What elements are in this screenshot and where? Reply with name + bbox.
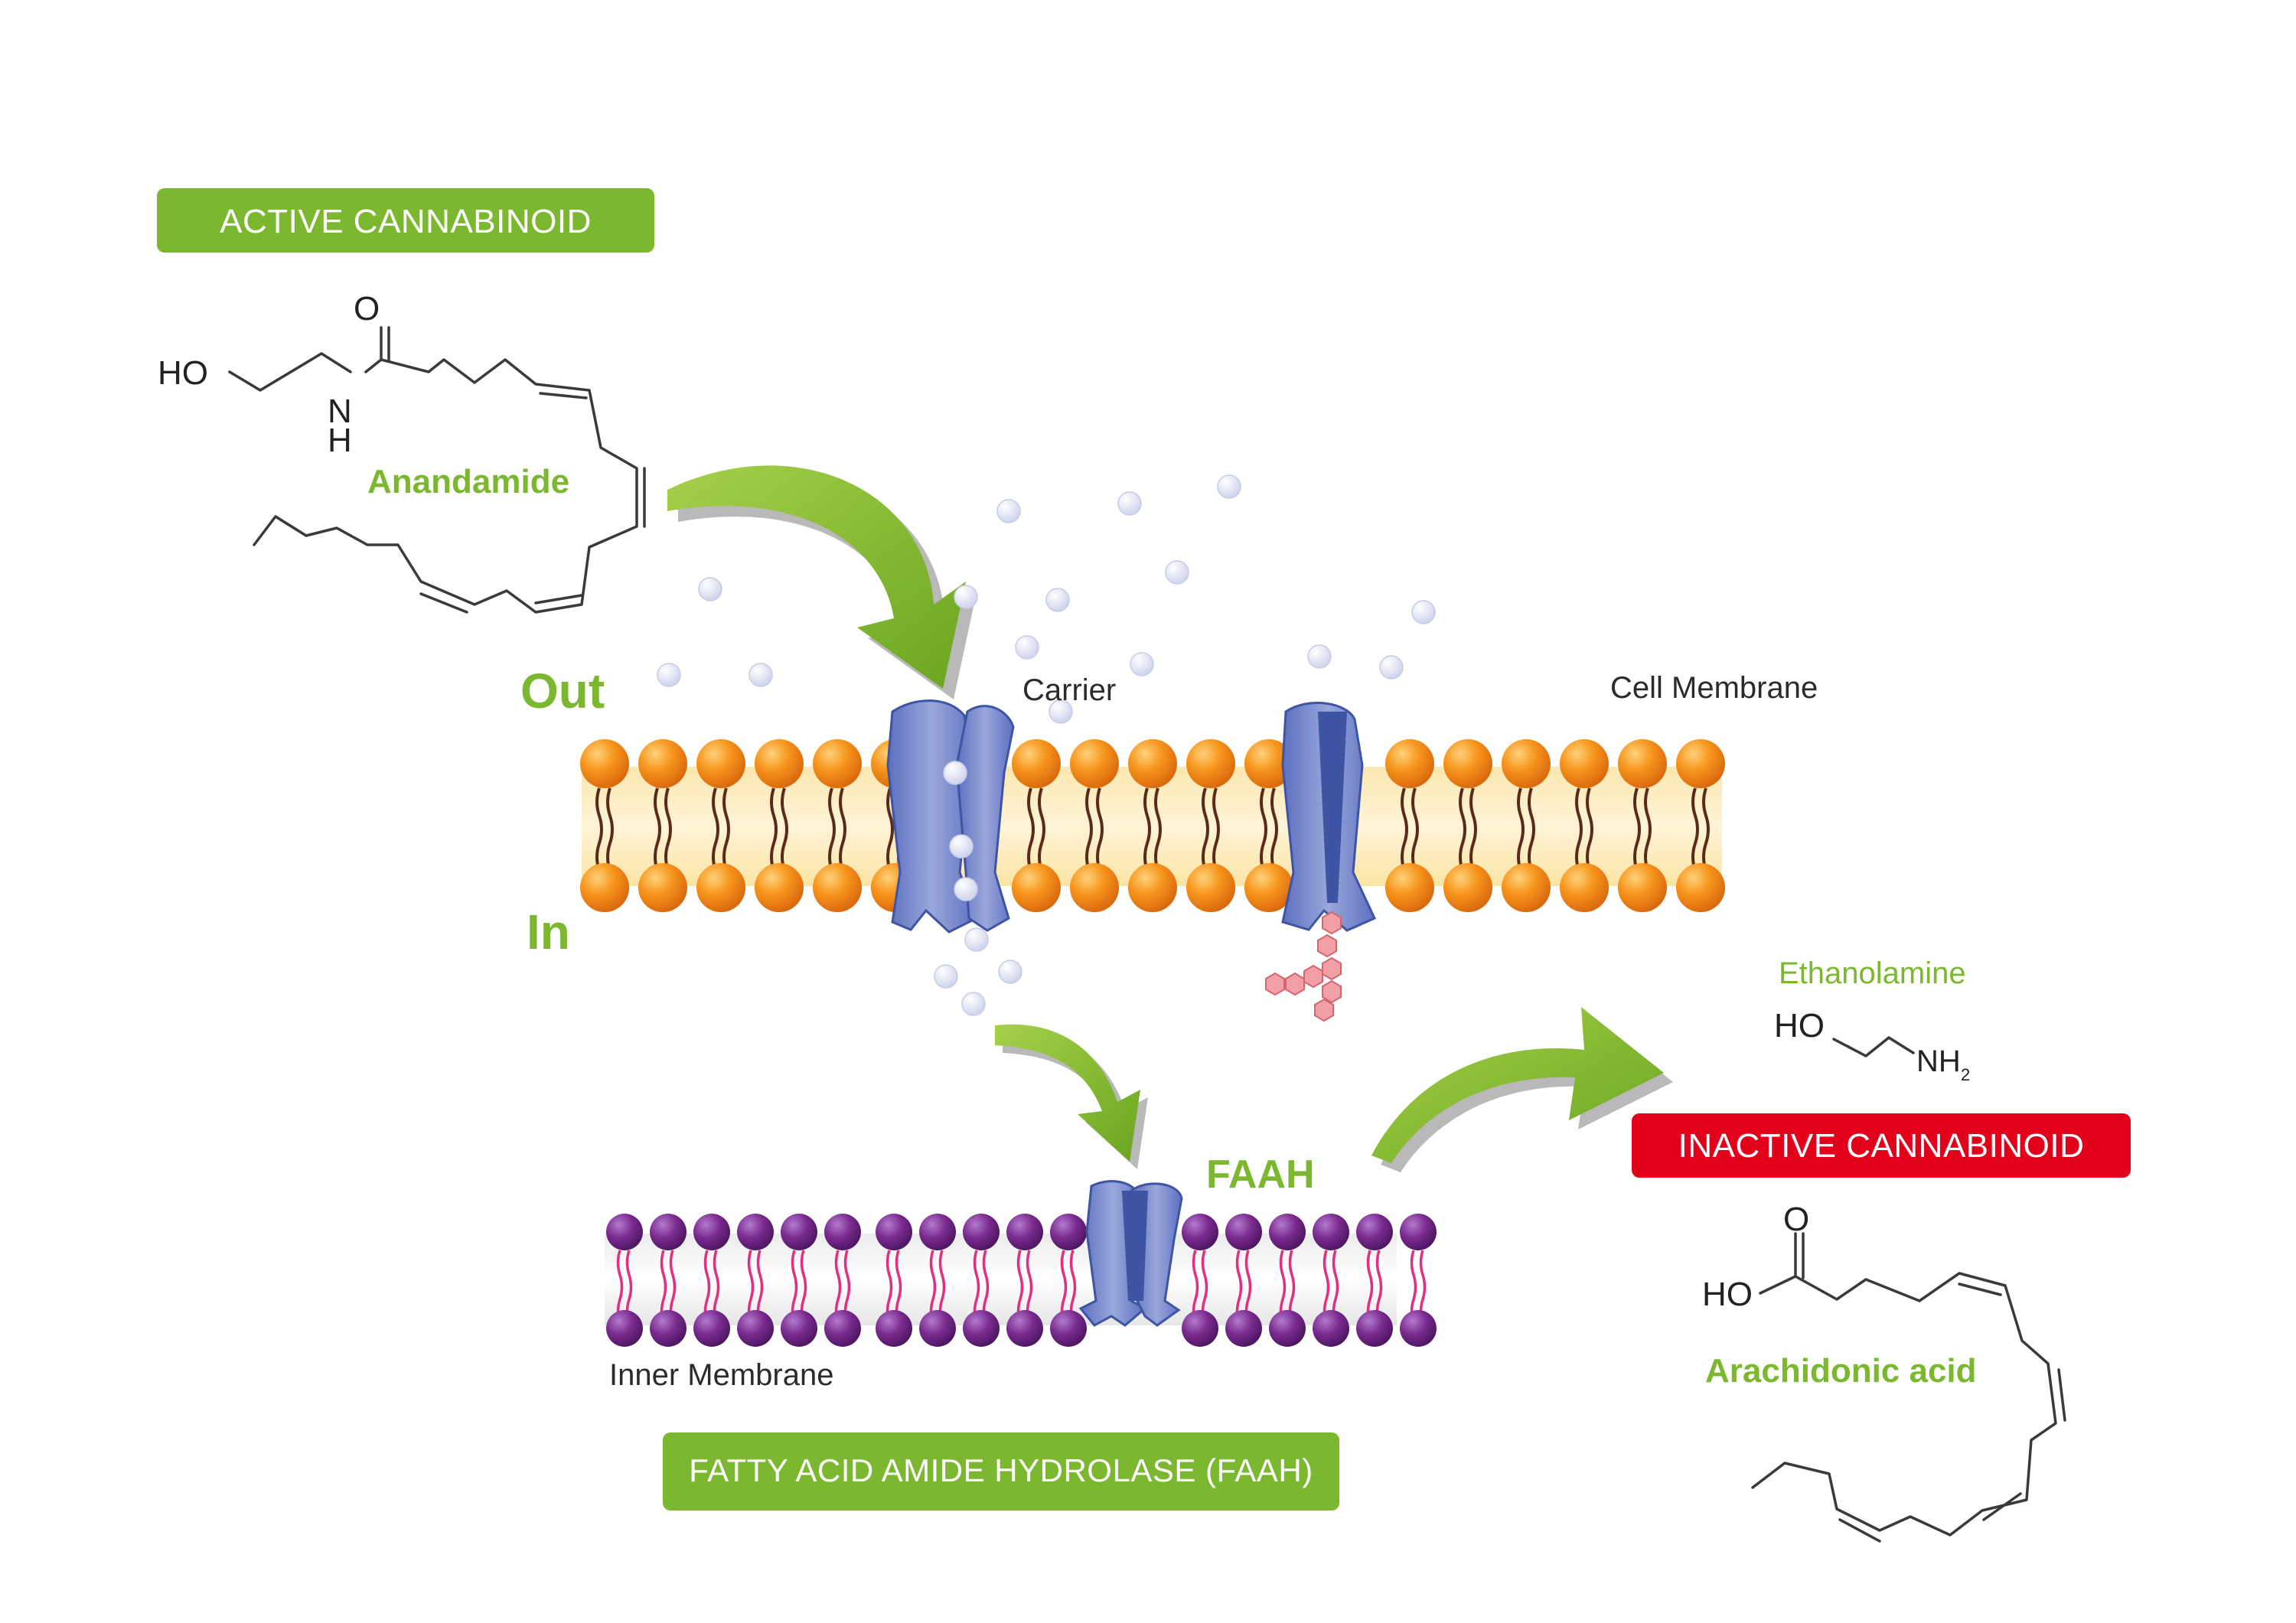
active-cannabinoid-badge: ACTIVE CANNABINOID <box>157 188 654 253</box>
carrier-protein <box>886 699 1015 934</box>
molecule-dot-icon <box>748 663 773 687</box>
out-label: Out <box>520 663 605 719</box>
in-label: In <box>527 904 570 960</box>
arachidonic-ho-group: HO <box>1702 1276 1753 1313</box>
molecule-dot-icon <box>1117 491 1142 516</box>
molecule-dot-icon <box>698 577 722 601</box>
phospholipid <box>755 739 804 912</box>
phospholipid <box>1186 739 1235 912</box>
phospholipid <box>1225 1214 1262 1347</box>
phospholipid <box>1385 739 1434 912</box>
curved-arrow-2 <box>995 1024 1148 1169</box>
phospholipid <box>781 1214 817 1347</box>
molecule-dot-icon <box>1045 588 1070 612</box>
cell-membrane <box>580 739 1725 912</box>
phospholipid <box>1182 1214 1218 1347</box>
ethanolamine-label: Ethanolamine <box>1779 957 1966 990</box>
phospholipid <box>1502 739 1551 912</box>
channel-protein <box>1265 702 1377 1022</box>
inactive-cannabinoid-label: INACTIVE CANNABINOID <box>1678 1127 2085 1165</box>
phospholipid <box>813 739 862 912</box>
phospholipid <box>650 1214 687 1347</box>
molecule-dot-icon <box>954 585 978 609</box>
phospholipid <box>1313 1214 1349 1347</box>
phospholipid <box>1244 739 1293 912</box>
phospholipid <box>1012 739 1061 912</box>
curved-arrow-3 <box>1371 1007 1673 1172</box>
molecule-dot-icon <box>954 877 978 901</box>
ethanolamine-subscript: 2 <box>1961 1065 1970 1084</box>
molecule-dot-icon <box>1165 560 1189 585</box>
phospholipid <box>580 739 629 912</box>
phospholipid <box>1128 739 1177 912</box>
molecule-dot-icon <box>1307 644 1332 669</box>
arachidonic-acid-label: Arachidonic acid <box>1705 1352 1977 1390</box>
molecule-dot-icon <box>1217 474 1241 499</box>
phospholipid <box>963 1214 1000 1347</box>
phospholipid <box>1676 739 1725 912</box>
molecule-dot-icon <box>964 927 989 952</box>
phospholipid <box>1618 739 1667 912</box>
anandamide-ho-group: HO <box>158 354 208 392</box>
phospholipid <box>1560 739 1609 912</box>
ethanolamine-ho-group: HO <box>1774 1007 1825 1045</box>
active-cannabinoid-label: ACTIVE CANNABINOID <box>220 203 592 240</box>
cell-membrane-label: Cell Membrane <box>1610 671 1818 705</box>
molecule-dot-icon <box>1411 600 1436 624</box>
arachidonic-o-atom: O <box>1783 1201 1809 1238</box>
phospholipid <box>1050 1214 1087 1347</box>
phospholipid <box>606 1214 643 1347</box>
molecule-dot-icon <box>961 992 986 1016</box>
phospholipid <box>919 1214 956 1347</box>
anandamide-o-atom: O <box>354 290 380 328</box>
molecule-dot-icon <box>1130 652 1154 676</box>
carrier-label: Carrier <box>1022 673 1116 707</box>
ethanolamine-nh-group: NH <box>1916 1045 1961 1078</box>
phospholipid <box>1006 1214 1043 1347</box>
molecule-dot-icon <box>998 960 1022 984</box>
molecule-dot-icon <box>1015 635 1039 660</box>
phospholipid <box>1400 1214 1437 1347</box>
phospholipid <box>638 739 687 912</box>
inner-membrane-label: Inner Membrane <box>609 1358 833 1392</box>
ethanolamine-structure: Ethanolamine HO NH 2 <box>1774 957 1970 1084</box>
molecule-dot-icon <box>934 964 958 989</box>
glycan-icon <box>1265 911 1342 1022</box>
molecule-dot-icon <box>657 663 681 687</box>
faah-protein <box>1078 1180 1183 1327</box>
phospholipid <box>693 1214 730 1347</box>
molecule-dot-icon <box>949 834 974 859</box>
molecule-dot-icon <box>1049 699 1073 724</box>
anandamide-molecules <box>657 474 1436 1016</box>
anandamide-n-atom: N <box>328 393 352 430</box>
arachidonic-acid-structure: O HO Arachidonic acid <box>1702 1201 2066 1543</box>
phospholipid <box>824 1214 861 1347</box>
phospholipid <box>1269 1214 1306 1347</box>
phospholipid <box>737 1214 774 1347</box>
curved-arrow-1 <box>667 465 977 699</box>
anandamide-label: Anandamide <box>367 463 569 500</box>
phospholipid <box>1070 739 1119 912</box>
inner-membrane <box>605 1214 1437 1347</box>
phospholipid <box>1356 1214 1393 1347</box>
faah-full-name-badge: FATTY ACID AMIDE HYDROLASE (FAAH) <box>663 1432 1339 1511</box>
molecule-dot-icon <box>1379 655 1404 680</box>
phospholipid <box>876 1214 912 1347</box>
molecule-dot-icon <box>996 499 1021 523</box>
phospholipid <box>1443 739 1492 912</box>
anandamide-structure: O HO N H Anandamide <box>158 290 646 614</box>
anandamide-h-atom: H <box>328 422 352 459</box>
faah-label: FAAH <box>1206 1152 1315 1197</box>
phospholipid <box>696 739 745 912</box>
inactive-cannabinoid-badge: INACTIVE CANNABINOID <box>1632 1113 2131 1178</box>
molecule-dot-icon <box>943 761 967 785</box>
faah-full-name-label: FATTY ACID AMIDE HYDROLASE (FAAH) <box>689 1452 1313 1488</box>
